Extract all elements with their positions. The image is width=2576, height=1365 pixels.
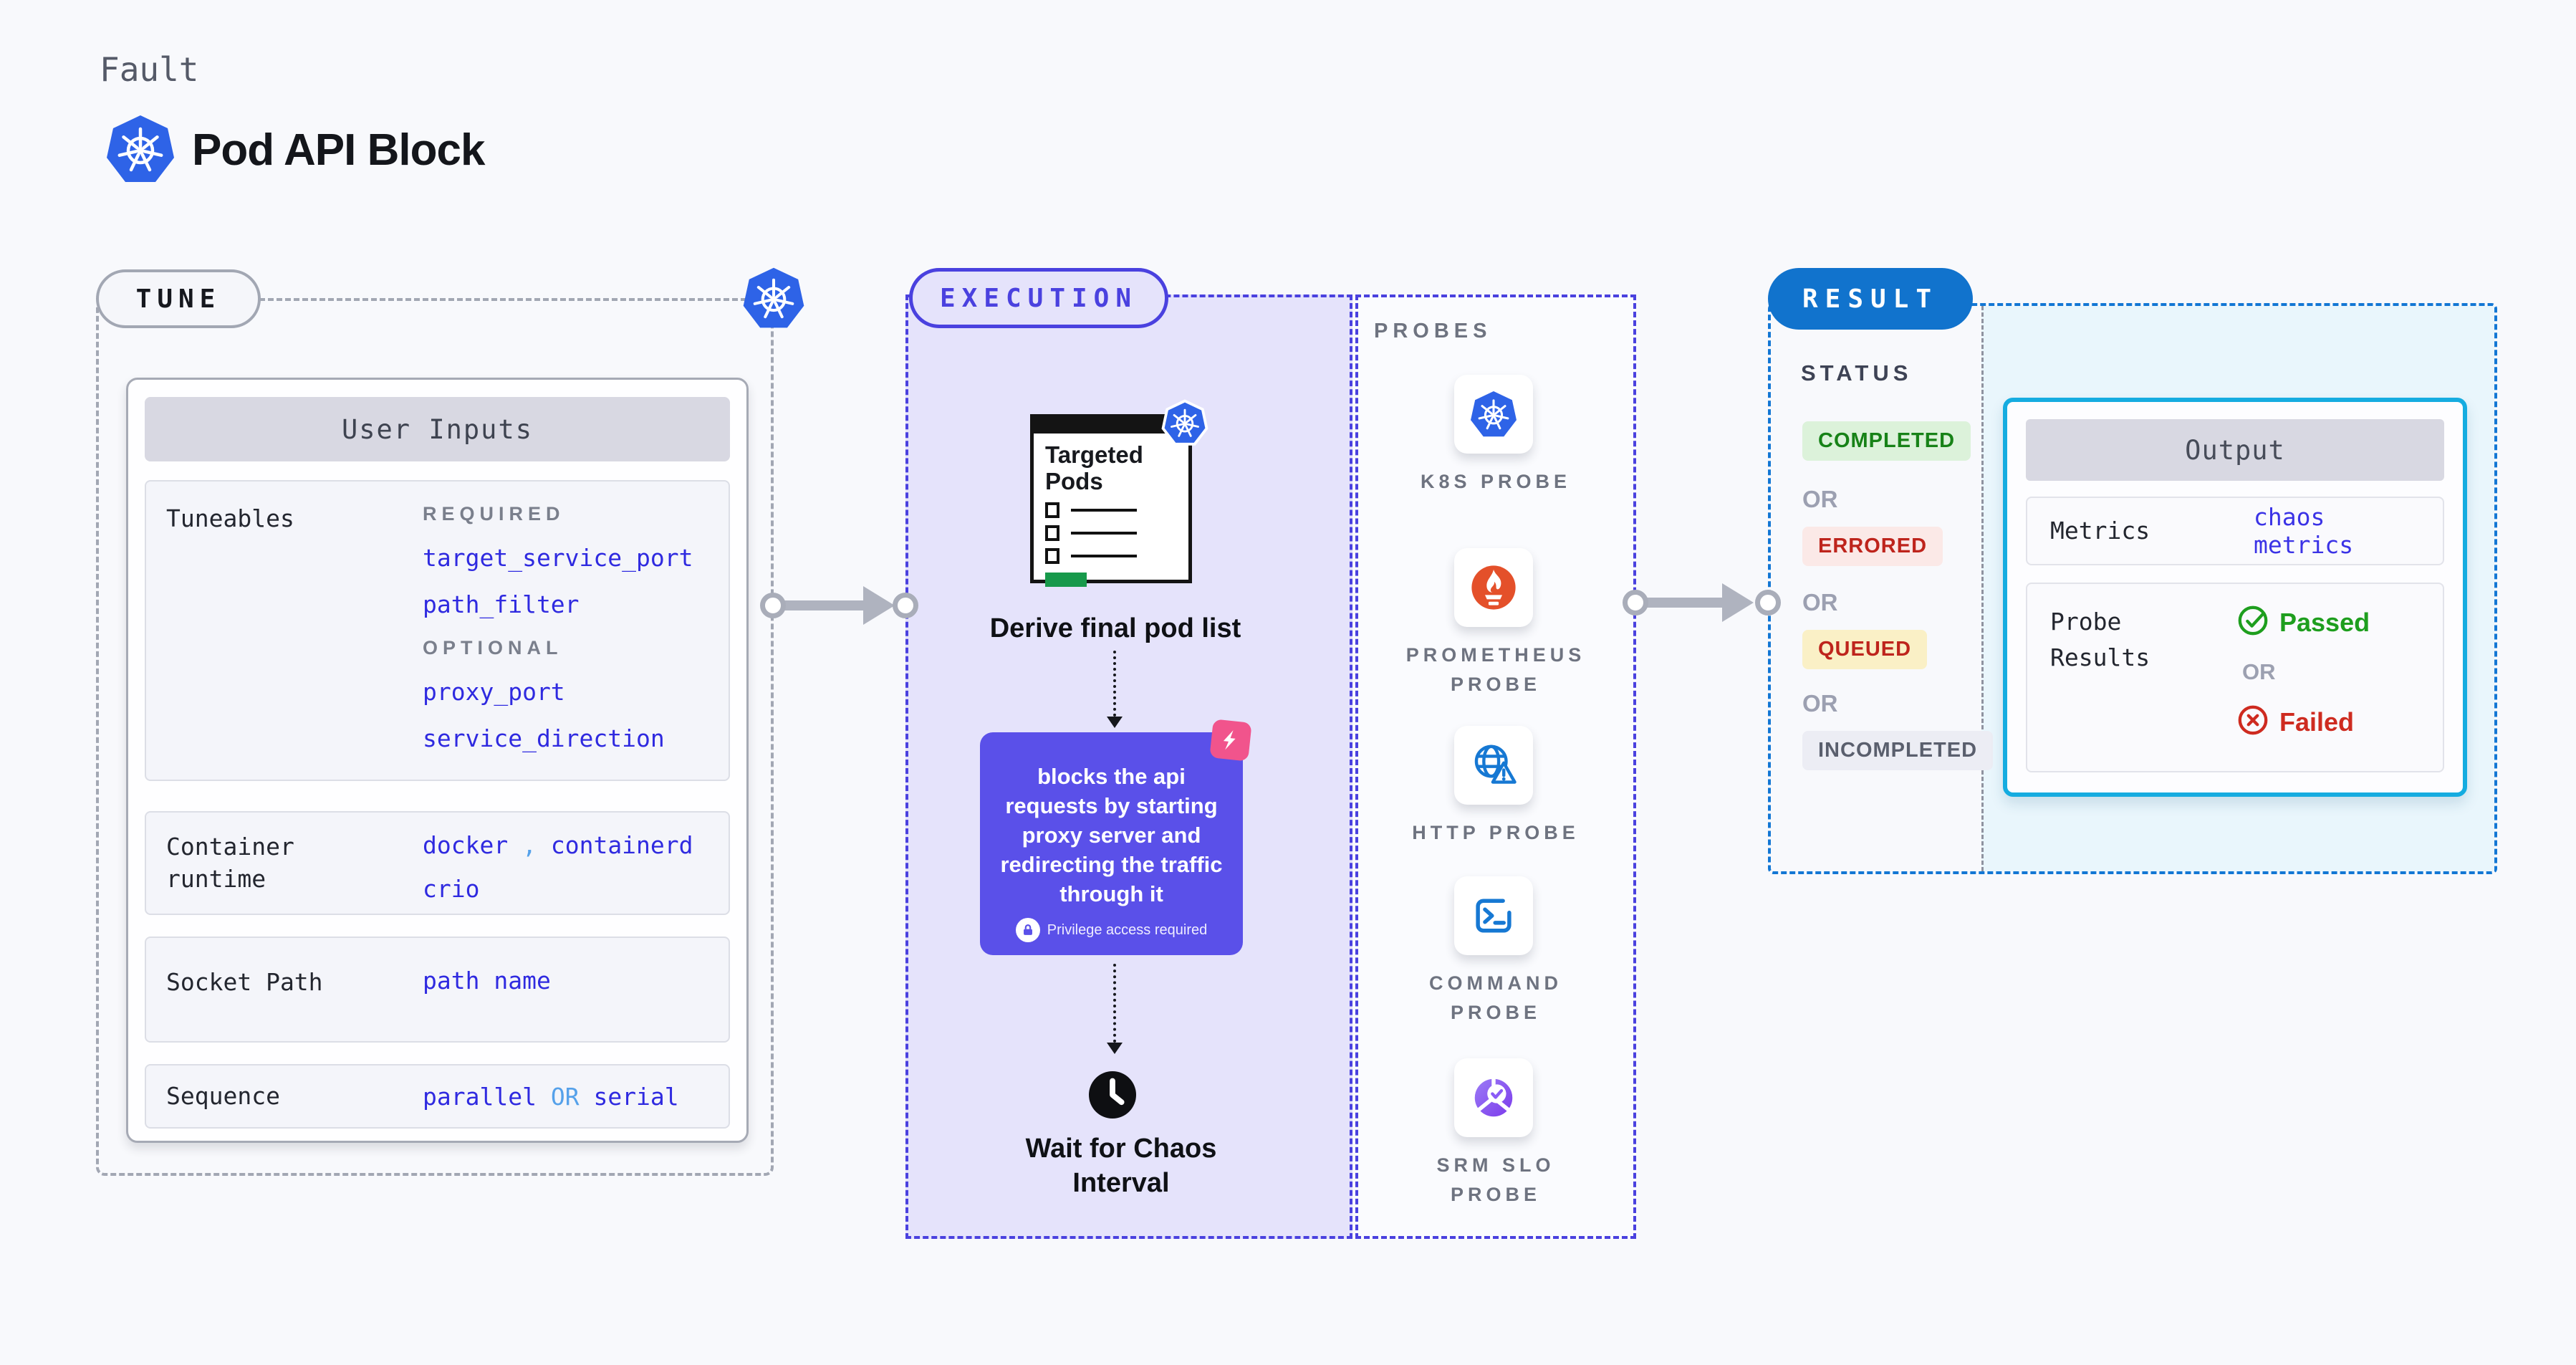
tunable-value: target_service_port	[423, 544, 693, 572]
flow-connector	[1113, 651, 1116, 717]
sequence-value: parallel OR serial	[423, 1082, 679, 1111]
failed-label: Failed	[2279, 707, 2355, 737]
or-label: OR	[1802, 486, 1838, 512]
socket-path-value: path name	[423, 967, 551, 995]
targeted-pods-title: Targeted Pods	[1045, 441, 1143, 494]
wait-chaos-label: Wait for Chaos Interval	[1025, 1134, 1217, 1198]
tuneables-values: REQUIRED target_service_port path_filter…	[423, 503, 693, 760]
result-pill: RESULT	[1768, 268, 1973, 330]
container-runtime-value: crio	[423, 875, 480, 903]
execution-pill: EXECUTION	[909, 268, 1168, 328]
container-runtime-row: Container runtime docker , containerd cr…	[145, 811, 730, 915]
status-badge-completed: COMPLETED	[1802, 421, 1971, 461]
tuneables-row: Tuneables REQUIRED target_service_port p…	[145, 480, 730, 781]
clock-icon	[1087, 1069, 1138, 1121]
output-card: Output Metrics chaos metrics Probe Resul…	[2003, 398, 2467, 797]
output-title: Output	[2026, 419, 2444, 481]
prometheus-icon	[1454, 548, 1533, 627]
tunable-value: service_direction	[423, 724, 665, 752]
lock-icon	[1015, 918, 1040, 942]
metrics-label: Metrics	[2050, 517, 2150, 545]
connector-node	[760, 593, 786, 618]
command-icon	[1454, 876, 1533, 955]
required-label: REQUIRED	[423, 503, 565, 525]
derive-pod-list-label: Derive final pod list	[989, 613, 1241, 643]
tune-region	[96, 298, 774, 1176]
x-circle-icon	[2236, 704, 2269, 740]
tuneables-label: Tuneables	[166, 504, 294, 532]
arrow-down-icon	[1107, 1043, 1123, 1054]
fault-kicker: Fault	[100, 50, 199, 89]
window-topbar	[1034, 418, 1188, 434]
container-runtime-values: docker , containerd crio	[423, 831, 693, 903]
status-badge-queued: QUEUED	[1802, 630, 1928, 669]
arrow-head-icon	[863, 586, 895, 625]
check-circle-icon	[2236, 604, 2269, 641]
arrow-head-icon	[1722, 583, 1754, 622]
status-label: STATUS	[1801, 360, 1913, 385]
progress-bar	[1045, 572, 1087, 587]
connector-node	[893, 593, 918, 618]
kubernetes-icon	[105, 113, 176, 185]
probe-results-label: Probe Results	[2050, 608, 2150, 671]
page-title: Pod API Block	[192, 125, 485, 175]
probe-label: PROMETHEUS PROBE	[1405, 644, 1586, 695]
or-label: OR	[1802, 589, 1838, 616]
kubernetes-icon	[1454, 375, 1533, 454]
pod-list-item	[1045, 502, 1177, 518]
probe-results-row: Probe Results Passed OR Failed	[2026, 583, 2444, 772]
probe-label: SRM SLO PROBE	[1436, 1154, 1555, 1205]
or-label: OR	[2242, 659, 2276, 684]
metrics-value: chaos metrics	[2254, 503, 2354, 559]
passed-label: Passed	[2279, 607, 2370, 637]
http-icon	[1454, 726, 1533, 805]
pod-list-item	[1045, 525, 1177, 541]
connector-node	[1623, 590, 1648, 616]
chaos-icon	[1209, 719, 1252, 762]
socket-path-label: Socket Path	[166, 968, 323, 996]
fault-action-text: blocks the api requests by starting prox…	[1000, 764, 1223, 906]
probes-title: PROBES	[1374, 320, 1492, 343]
user-inputs-card: User Inputs Tuneables REQUIRED target_se…	[126, 378, 749, 1143]
sequence-label: Sequence	[166, 1081, 280, 1110]
pod-list-item	[1045, 547, 1177, 564]
kubernetes-icon	[1161, 399, 1208, 446]
tunable-value: proxy_port	[423, 678, 565, 706]
arrow-down-icon	[1107, 717, 1123, 728]
arrow-shaft	[773, 600, 866, 610]
privilege-note: Privilege access required	[1047, 921, 1208, 938]
sequence-row: Sequence parallel OR serial	[145, 1064, 730, 1129]
tune-pill: TUNE	[96, 269, 261, 328]
status-badge-incompleted: INCOMPLETED	[1802, 731, 1994, 770]
socket-path-row: Socket Path path name	[145, 937, 730, 1043]
divider	[1981, 306, 1984, 871]
probe-label: K8S PROBE	[1420, 471, 1572, 492]
tunable-value: path_filter	[423, 590, 580, 618]
or-label: OR	[1802, 690, 1838, 717]
arrow-shaft	[1635, 598, 1725, 608]
container-runtime-label: Container runtime	[166, 833, 294, 893]
metrics-row: Metrics chaos metrics	[2026, 497, 2444, 565]
targeted-pods-card: Targeted Pods	[1030, 414, 1192, 587]
flow-connector	[1113, 964, 1116, 1043]
probe-label: HTTP PROBE	[1412, 822, 1580, 843]
optional-label: OPTIONAL	[423, 637, 563, 658]
connector-node	[1755, 590, 1781, 616]
probe-label: COMMAND PROBE	[1429, 972, 1562, 1023]
kubernetes-icon	[741, 266, 806, 330]
fault-action-box: blocks the api requests by starting prox…	[980, 719, 1252, 955]
user-inputs-title: User Inputs	[145, 397, 730, 461]
srm-slo-icon	[1454, 1058, 1533, 1137]
status-badge-errored: ERRORED	[1802, 527, 1943, 566]
